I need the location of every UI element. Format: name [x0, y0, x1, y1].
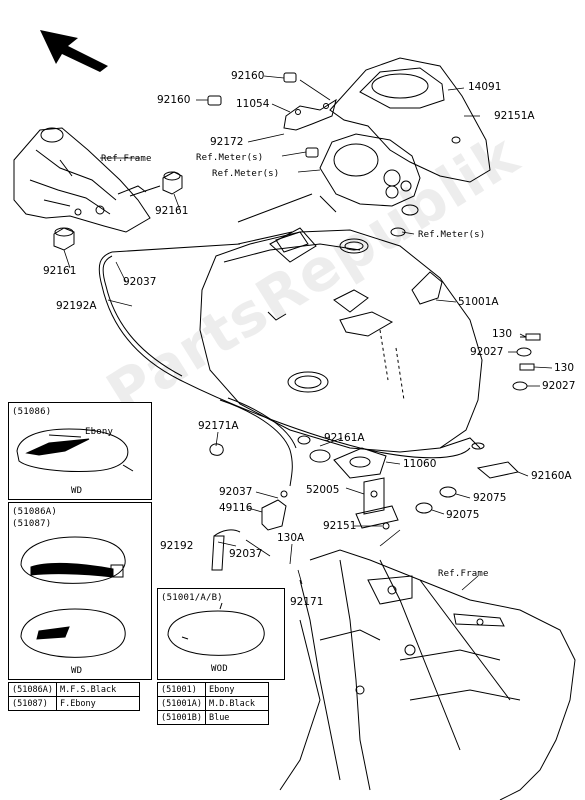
clip-92171A: [209, 443, 224, 456]
bracket-11054: [283, 98, 337, 131]
variant-box-51001: (51001/A/B) WOD: [157, 588, 285, 680]
variant-box-51086: (51086) Ebony WD: [8, 402, 152, 500]
tank-plain-graphic-icon: [167, 602, 265, 656]
variant-box-51086-code: (51086): [12, 407, 52, 417]
rubber-bushing-92161-lower: [53, 227, 75, 251]
callout-92161A: 92161A: [324, 432, 365, 444]
grommet-92075-b: [415, 502, 433, 514]
color-name-cell: F.Ebony: [55, 696, 140, 711]
callout-92161-lower: 92161: [43, 265, 77, 277]
callout-130-lower: 130: [554, 362, 575, 374]
table-row: (51001B) Blue: [157, 710, 269, 725]
fuel-pump-gasket-11060: [333, 447, 387, 479]
callout-92037-middle: 92037: [219, 486, 253, 498]
callout-92160-top: 92160: [231, 70, 265, 82]
meter-cover-14091: [329, 57, 491, 183]
callout-92075-a: 92075: [473, 492, 507, 504]
callout-51001A: 51001A: [458, 296, 499, 308]
grommet-92160A: [476, 461, 520, 479]
color-code-cell: (51087): [8, 696, 57, 711]
color-code-cell: (51001B): [157, 710, 206, 725]
variant-box-51001-footer: WOD: [211, 664, 228, 674]
callout-ref-meter-1: Ref.Meter(s): [196, 153, 264, 163]
frame-fragment-bottom: [279, 549, 576, 800]
table-row: (51087) F.Ebony: [8, 696, 140, 711]
drain-hose-92192: [211, 397, 297, 571]
callout-92151: 92151: [323, 520, 357, 532]
callout-92037-lower: 92037: [229, 548, 263, 560]
frame-fragment-top-left: [13, 127, 151, 233]
grommet-92160-left: [207, 95, 222, 106]
table-row: (51001A) M.D.Black: [157, 696, 269, 711]
leader-lines: [63, 75, 553, 591]
variant-box-51086-footer: WD: [71, 486, 83, 496]
rubber-bushing-92161-upper: [162, 171, 183, 195]
grommet-ref-meter: [305, 147, 319, 158]
callout-92160-left: 92160: [157, 94, 191, 106]
variant-box-51086A-51087: (51086A) (51087) WD: [8, 502, 152, 680]
grommet-92075-a: [439, 486, 457, 498]
callout-14091: 14091: [468, 81, 502, 93]
color-code-cell: (51001): [157, 682, 206, 697]
callout-52005: 52005: [306, 484, 340, 496]
front-direction-arrow-icon: [40, 30, 108, 72]
color-code-cell: (51001A): [157, 696, 206, 711]
callout-49116: 49116: [219, 502, 253, 514]
table-row: (51086A) M.F.S.Black: [8, 682, 140, 697]
callout-92192A: 92192A: [56, 300, 97, 312]
callout-130A: 130A: [277, 532, 305, 544]
tank-two-tone-graphic-icon: [20, 536, 126, 658]
callout-92151A: 92151A: [494, 110, 535, 122]
vent-hose-92192A: [98, 243, 471, 459]
callout-92172: 92172: [210, 136, 244, 148]
table-row: (51001) Ebony: [157, 682, 269, 697]
bolt-130-upper: [520, 333, 541, 341]
bolt-92151: [382, 522, 390, 530]
fuel-pump-52005: [355, 477, 399, 529]
bolt-130-lower: [519, 363, 535, 371]
callout-11060: 11060: [403, 458, 437, 470]
callout-92027-lower: 92027: [542, 380, 576, 392]
callout-ref-frame-bottom: Ref.Frame: [438, 569, 489, 579]
color-name-cell: M.F.S.Black: [55, 682, 140, 697]
variant-box-51086A-code: (51086A): [12, 507, 57, 517]
color-code-cell: (51086A): [8, 682, 57, 697]
callout-92171A: 92171A: [198, 420, 239, 432]
cap-92161A: [309, 449, 331, 463]
callout-92075-b: 92075: [446, 509, 480, 521]
color-name-cell: M.D.Black: [204, 696, 269, 711]
grommet-92160-top: [283, 72, 297, 83]
meter-housing-reference: [319, 133, 421, 237]
washer-92027-upper: [516, 347, 532, 357]
color-name-cell: Ebony: [204, 682, 269, 697]
variant-box-2-footer: WD: [71, 666, 83, 676]
callout-92161-upper: 92161: [155, 205, 189, 217]
variant-box-51001-code: (51001/A/B): [161, 593, 223, 603]
tank-emblem-mark: [411, 271, 443, 305]
callout-92160A: 92160A: [531, 470, 572, 482]
callout-92027-upper: 92027: [470, 346, 504, 358]
fuel-tank-51001A: [199, 227, 485, 453]
color-table-right: (51001) Ebony (51001A) M.D.Black (51001B…: [157, 682, 269, 725]
callout-ref-frame-top: Ref.Frame: [101, 154, 152, 164]
callout-130-upper: 130: [492, 328, 513, 340]
callout-ref-meter-2: Ref.Meter(s): [212, 169, 280, 179]
variant-box-51087-code: (51087): [12, 519, 52, 529]
washer-92027-lower: [512, 381, 528, 391]
callout-11054: 11054: [236, 98, 270, 110]
callout-92171: 92171: [290, 596, 324, 608]
color-table-left: (51086A) M.F.S.Black (51087) F.Ebony: [8, 682, 140, 711]
tank-ebony-graphic-icon: [16, 428, 134, 472]
color-name-cell: Blue: [204, 710, 269, 725]
callout-92037-upper: 92037: [123, 276, 157, 288]
callout-92192: 92192: [160, 540, 194, 552]
callout-ref-meter-3: Ref.Meter(s): [418, 230, 486, 240]
